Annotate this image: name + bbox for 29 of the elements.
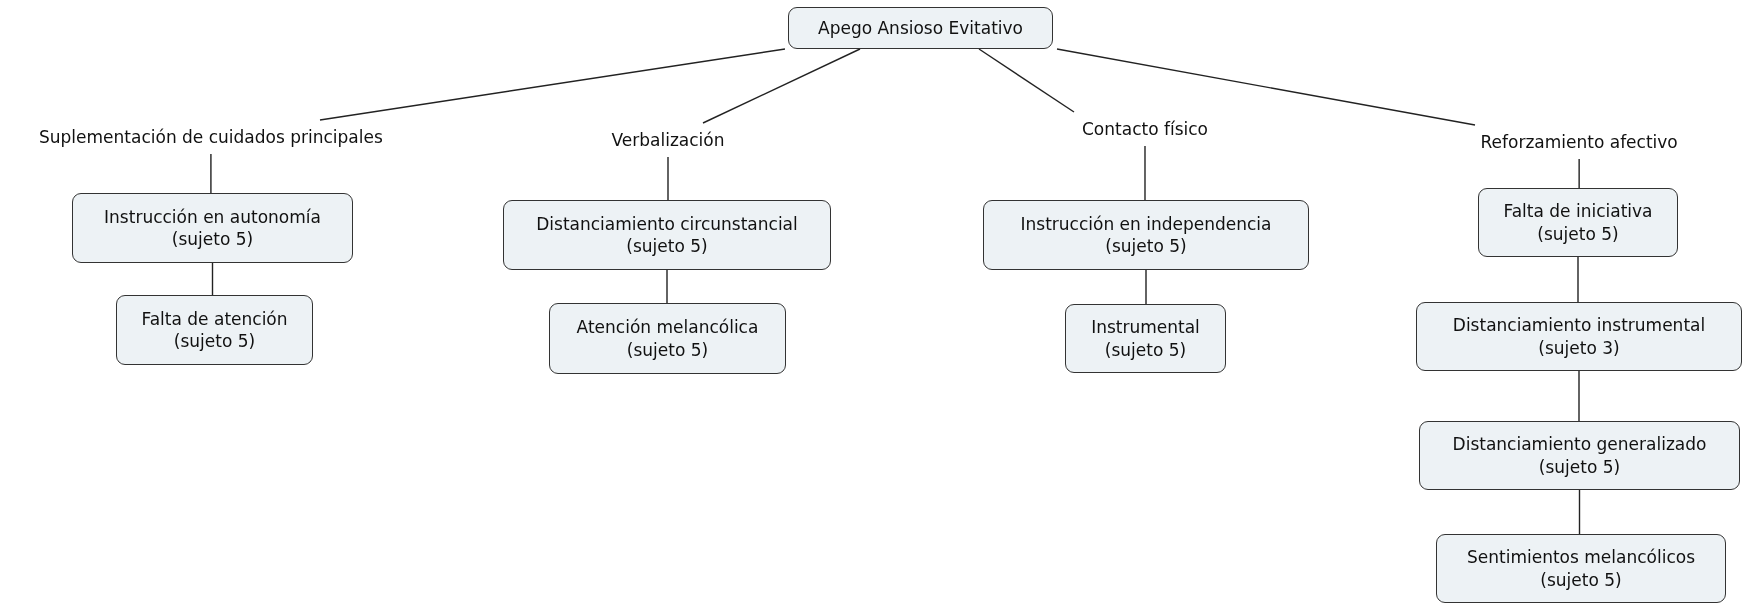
concept-label: Verbalización bbox=[611, 129, 725, 152]
connector-line bbox=[702, 48, 861, 124]
concept-label: Contacto físico bbox=[1082, 118, 1208, 141]
concept-box: Distanciamiento circunstancial (sujeto 5) bbox=[503, 200, 831, 270]
connector-line bbox=[667, 156, 669, 201]
concept-box: Distanciamiento generalizado (sujeto 5) bbox=[1419, 421, 1740, 490]
connector-line bbox=[210, 153, 212, 194]
concept-box: Instrumental (sujeto 5) bbox=[1065, 304, 1226, 373]
concept-label: Suplementación de cuidados principales bbox=[39, 126, 383, 149]
concept-box: Instrucción en autonomía (sujeto 5) bbox=[72, 193, 353, 263]
connector-line bbox=[1145, 269, 1147, 305]
connector-line bbox=[1144, 145, 1146, 201]
connector-line bbox=[1578, 158, 1580, 189]
connector-line bbox=[211, 262, 214, 296]
concept-box: Apego Ansioso Evitativo bbox=[788, 7, 1053, 49]
connector-line bbox=[1056, 48, 1476, 126]
concept-box: Atención melancólica (sujeto 5) bbox=[549, 303, 786, 374]
concept-box: Falta de iniciativa (sujeto 5) bbox=[1478, 188, 1678, 257]
concept-box: Distanciamiento instrumental (sujeto 3) bbox=[1416, 302, 1742, 371]
concept-box: Falta de atención (sujeto 5) bbox=[116, 295, 313, 365]
concept-box: Instrucción en independencia (sujeto 5) bbox=[983, 200, 1309, 270]
connector-line bbox=[978, 48, 1075, 113]
connector-line bbox=[1577, 256, 1579, 303]
concept-box: Sentimientos melancólicos (sujeto 5) bbox=[1436, 534, 1726, 603]
connector-line bbox=[666, 269, 668, 304]
connector-line bbox=[1578, 370, 1580, 422]
connector-line bbox=[319, 48, 786, 121]
concept-label: Reforzamiento afectivo bbox=[1480, 131, 1678, 154]
connector-line bbox=[1578, 489, 1581, 535]
